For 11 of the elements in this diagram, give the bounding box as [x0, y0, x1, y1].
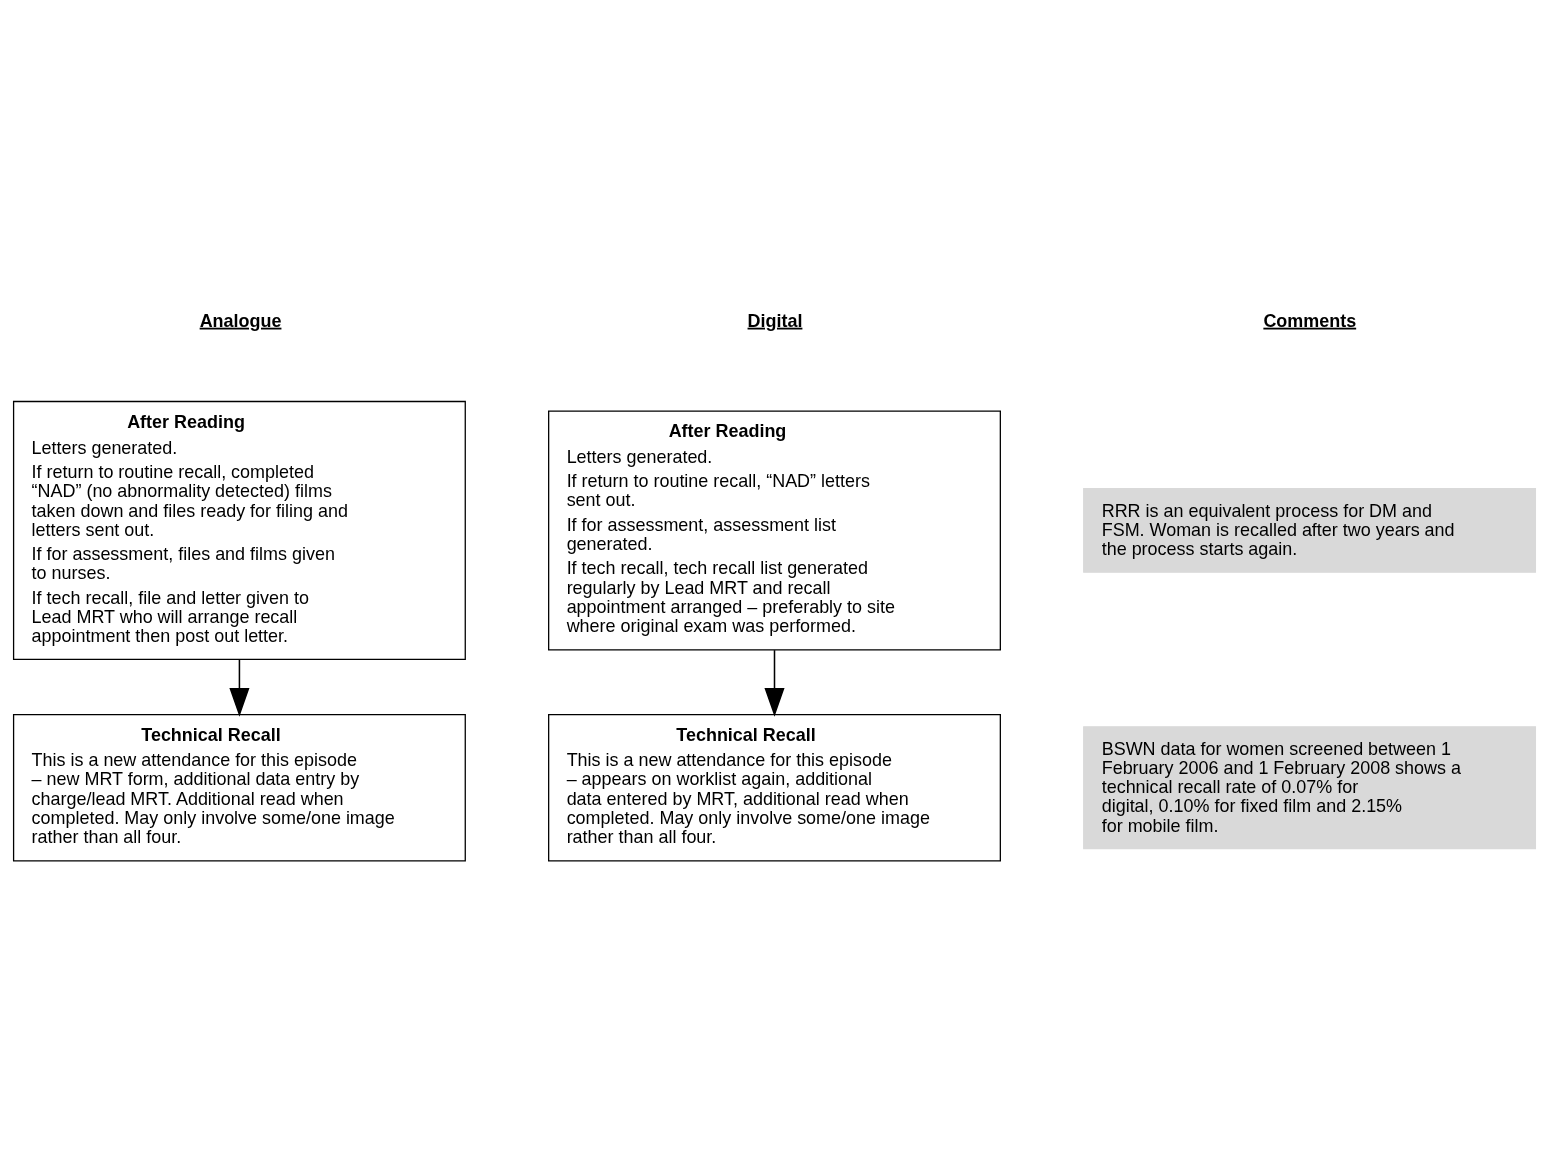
arrow — [229, 658, 250, 717]
node-box: After Reading Letters generated. If return to routine recall, “NAD” letters sent out. If for assessment, assessment list generated. If tech recall, tech recall list generated regularly by Lead MRT and recall appointment arranged – preferably to site where original exam was performed. — [548, 410, 1001, 650]
node-box: After Reading Letters generated. If return to routine recall, completed “NAD” (no abnormality detected) films taken down and files ready for filing and letters sent out. If for assessment, files and films given to nurses. If tech recall, file and letter given to Lead MRT who will arrange recall appointment then post out letter. — [12, 400, 466, 660]
arrow — [764, 648, 785, 717]
node-box: RRR is an equivalent process for DM and FSM. Woman is recalled after two years and the process starts again. — [1083, 487, 1537, 573]
label: Digital — [747, 310, 803, 331]
node-box: BSWN data for women screened between 1 February 2006 and 1 February 2008 shows a technical recall rate of 0.07% for digital, 0.10% for fixed film and 2.15% for mobile film. — [1083, 725, 1537, 849]
label: Analogue — [199, 310, 282, 331]
node-box: Technical Recall This is a new attendance for this episode – appears on worklist again, additional data entered by MRT, additional read when completed. May only involve some/one image rather than all four. — [548, 713, 1001, 861]
node-box: Technical Recall This is a new attendance for this episode – new MRT form, additional data entry by charge/lead MRT. Additional read when completed. May only involve some/one image rather than all four. — [12, 713, 466, 861]
label: Comments — [1263, 310, 1357, 331]
